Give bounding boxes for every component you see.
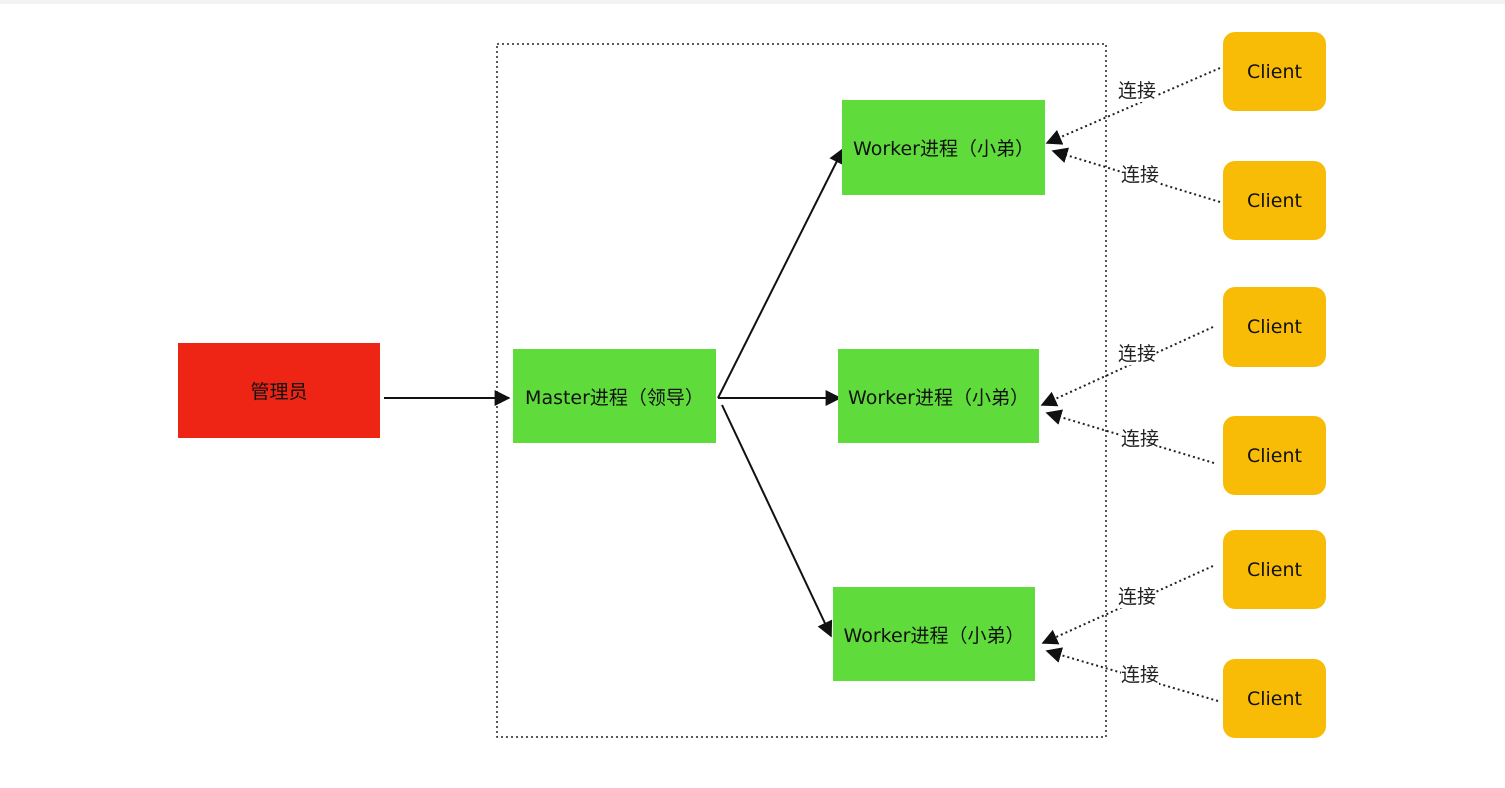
worker-process-label: Worker进程（小弟） (853, 138, 1034, 160)
client-node-3: Client (1223, 287, 1326, 367)
arrow-master-to-worker-1 (717, 147, 844, 399)
client-node-4: Client (1223, 416, 1326, 495)
top-bar (0, 0, 1505, 4)
connection-label: 连接 (1121, 428, 1160, 450)
admin-node-label: 管理员 (250, 381, 308, 403)
connection-arrow-client-2 (1051, 147, 1221, 203)
client-node-2: Client (1223, 161, 1326, 240)
connection-label: 连接 (1118, 343, 1157, 365)
master-process-label: Master进程（领导） (525, 386, 704, 409)
client-label: Client (1246, 444, 1302, 467)
admin-node: 管理员 (178, 343, 380, 438)
client-label: Client (1246, 189, 1302, 212)
connection-label: 连接 (1121, 164, 1160, 186)
client-label: Client (1246, 558, 1302, 581)
connection-arrow-client-1 (1045, 67, 1221, 145)
worker-process-node-2: Worker进程（小弟） (838, 349, 1039, 443)
master-process-node: Master进程（领导） (513, 349, 716, 443)
arrow-master-to-worker-3 (721, 404, 833, 638)
connection-arrow-client-3 (1040, 326, 1214, 407)
worker-process-node-3: Worker进程（小弟） (833, 587, 1035, 681)
connection-label: 连接 (1121, 664, 1160, 686)
client-label: Client (1246, 316, 1302, 338)
process-group-boundary (496, 43, 1107, 738)
connection-label: 连接 (1118, 80, 1157, 102)
client-node-6: Client (1223, 659, 1326, 738)
client-label: Client (1246, 687, 1302, 710)
client-node-5: Client (1223, 530, 1326, 609)
client-node-1: Client (1223, 32, 1326, 111)
connection-arrow-client-4 (1045, 409, 1215, 464)
worker-process-node-1: Worker进程（小弟） (842, 100, 1045, 195)
worker-process-label: Worker进程（小弟） (843, 624, 1025, 647)
connection-arrow-client-5 (1041, 565, 1214, 645)
worker-process-label: Worker进程（小弟） (848, 386, 1029, 409)
connection-label: 连接 (1118, 586, 1157, 608)
client-label: Client (1246, 60, 1302, 83)
